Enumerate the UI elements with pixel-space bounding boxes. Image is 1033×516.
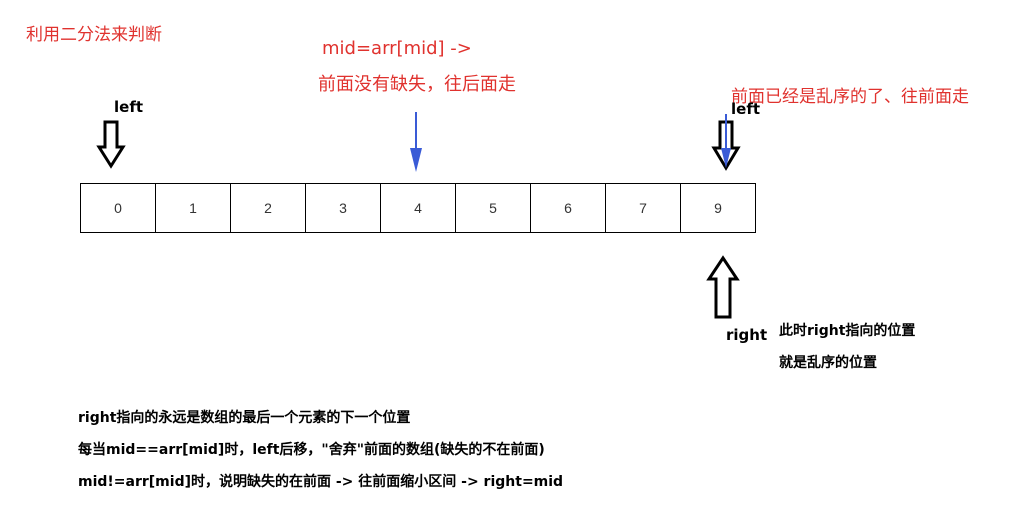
right-note-line1: 此时right指向的位置 xyxy=(779,323,916,339)
array-cell: 1 xyxy=(156,184,231,232)
diagram-title: 利用二分法来判断 xyxy=(26,25,162,45)
array-cell: 0 xyxy=(81,184,156,232)
array-cell: 2 xyxy=(231,184,306,232)
array-cell: 6 xyxy=(531,184,606,232)
mid-pointer-arrow-final-icon xyxy=(721,114,731,168)
array-cell: 3 xyxy=(306,184,381,232)
right-pointer-arrow-icon xyxy=(706,255,740,319)
right-annotation: 前面已经是乱序的了、往前面走 xyxy=(731,87,969,107)
array-cell: 5 xyxy=(456,184,531,232)
bottom-note-line1: right指向的永远是数组的最后一个元素的下一个位置 xyxy=(78,410,411,426)
mid-annotation-line2: 前面没有缺失，往后面走 xyxy=(318,74,516,95)
bottom-note-line3: mid!=arr[mid]时，说明缺失的在前面 -> 往前面缩小区间 -> ri… xyxy=(78,474,564,490)
left-pointer-label-final: left xyxy=(731,100,761,118)
mid-annotation-line1: mid=arr[mid] -> xyxy=(322,38,472,59)
left-pointer-arrow-initial-icon xyxy=(96,120,126,169)
mid-pointer-arrow-icon xyxy=(410,112,422,172)
array-cell: 4 xyxy=(381,184,456,232)
bottom-note-line2: 每当mid==arr[mid]时，left后移，"舍弃"前面的数组(缺失的不在前… xyxy=(78,442,545,458)
right-pointer-label: right xyxy=(726,326,768,344)
left-pointer-label-initial: left xyxy=(114,98,144,116)
array-cell: 7 xyxy=(606,184,681,232)
right-note-line2: 就是乱序的位置 xyxy=(779,355,877,371)
array-cell: 9 xyxy=(681,184,756,232)
